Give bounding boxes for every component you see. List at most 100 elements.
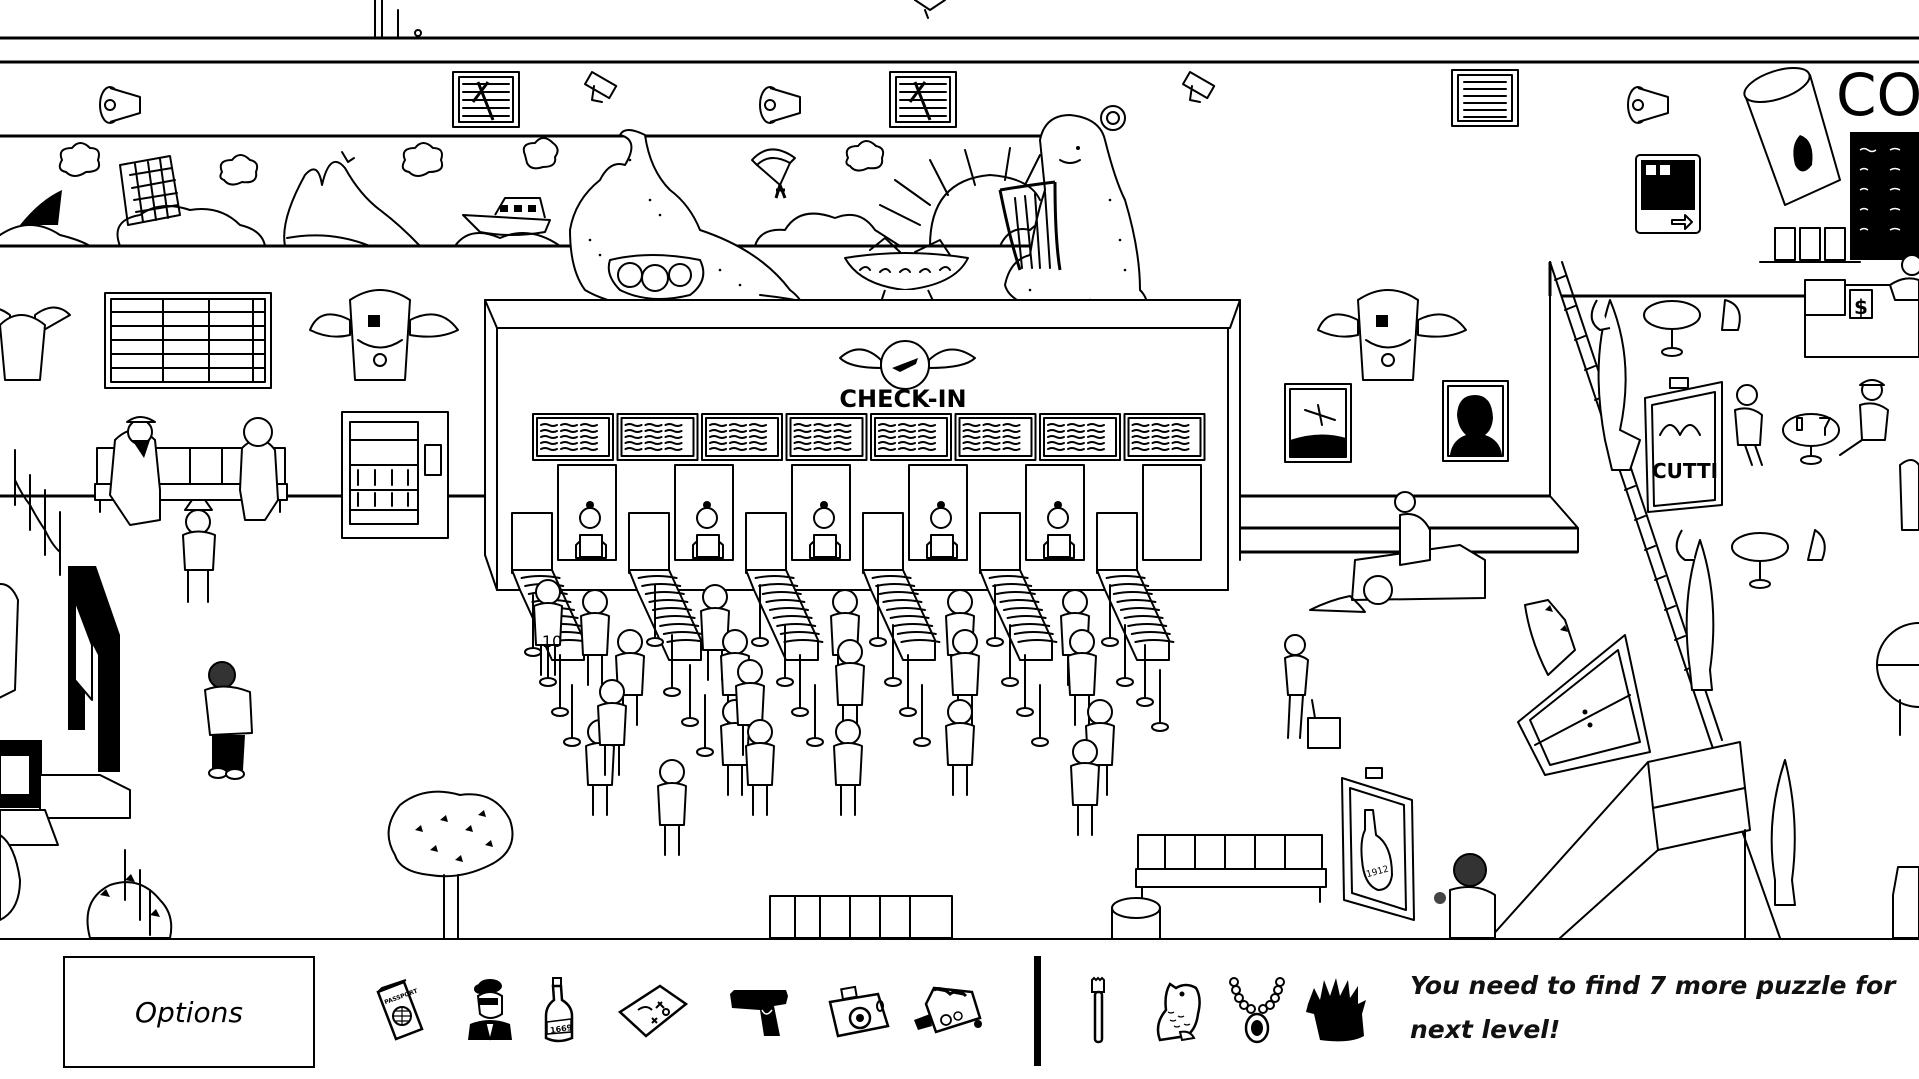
stanchion-post — [646, 584, 664, 647]
stanchion-post — [776, 624, 794, 687]
vent-icon — [1451, 69, 1519, 127]
scene-canvas[interactable]: CHECK-IN — [0, 0, 1919, 938]
check-in-window — [1142, 464, 1202, 561]
speaker-icon — [99, 86, 141, 124]
check-in-agent — [575, 501, 607, 559]
necklace-icon — [1229, 977, 1285, 1044]
stanchion-post — [1136, 644, 1154, 707]
mural — [0, 134, 1061, 248]
flight-info-board — [104, 292, 272, 389]
baggage-belt — [979, 569, 1058, 661]
stanchion-post — [806, 684, 824, 747]
upper-floor-chair — [914, 0, 946, 19]
inventory-divider — [1034, 956, 1041, 1066]
passport-icon: PASSPORT — [376, 979, 424, 1041]
find-item-necklace[interactable] — [1216, 970, 1296, 1050]
find-item-hippie-van[interactable] — [908, 970, 988, 1050]
passengers-queue: 10 — [533, 579, 1115, 856]
departure-board — [1039, 413, 1121, 461]
departure-board — [954, 413, 1037, 461]
stanchion-post — [551, 654, 569, 717]
bench-bottom — [769, 895, 953, 938]
check-in-window — [557, 464, 617, 561]
departure-board — [785, 413, 868, 461]
game-scene[interactable]: CHECK-IN — [0, 0, 1919, 938]
stanchion-post — [751, 584, 769, 647]
find-item-bottle[interactable]: 1669 — [518, 970, 598, 1050]
departure-board — [532, 413, 614, 461]
boat-icon — [462, 197, 551, 236]
security-guard-2 — [1434, 853, 1496, 938]
baggage-belt — [862, 569, 941, 661]
find-item-potted-plant[interactable] — [1296, 970, 1376, 1050]
check-in-counter: CHECK-IN — [484, 299, 1241, 591]
kiosk-door — [745, 512, 787, 574]
pistol-icon — [730, 990, 788, 1036]
toothbrush-icon — [1091, 976, 1105, 1044]
man-sitting-cafe — [1734, 384, 1763, 466]
cafe-menu-board — [1850, 132, 1919, 260]
stanchion-post — [986, 584, 1004, 647]
bearded-man-sitting — [109, 416, 161, 526]
cafe-table-2 — [1782, 413, 1840, 465]
check-in-window — [908, 464, 968, 561]
find-item-passport[interactable]: PASSPORT — [360, 970, 440, 1050]
check-in-agent — [1043, 501, 1075, 559]
find-item-treasure-map[interactable] — [612, 970, 692, 1050]
baggage-belt — [628, 569, 707, 661]
trash-can — [1111, 897, 1161, 938]
cafe-table — [1590, 299, 1741, 357]
cowboy-sitting — [1839, 379, 1889, 456]
passenger — [597, 679, 627, 776]
check-in-sign: CHECK-IN — [839, 385, 966, 413]
find-item-toothbrush[interactable] — [1058, 970, 1138, 1050]
stanchion-post — [1001, 624, 1019, 687]
vending-machine — [341, 411, 449, 539]
departure-board — [870, 413, 952, 461]
baggage-belts — [511, 569, 1175, 661]
find-item-camera[interactable] — [818, 970, 898, 1050]
woman-sitting — [239, 417, 279, 521]
find-item-pistol[interactable] — [720, 970, 800, 1050]
bush — [86, 849, 173, 938]
whale-icon — [20, 190, 62, 225]
camera-icon — [828, 985, 890, 1038]
speaker-icon — [1627, 86, 1669, 124]
stanchion-post — [791, 654, 809, 717]
owl-icon — [1156, 982, 1201, 1042]
coffee-cup-sign — [1743, 67, 1841, 206]
passenger — [1067, 629, 1097, 726]
plant-icon — [1306, 978, 1366, 1042]
counters — [511, 464, 1202, 574]
passenger — [745, 719, 775, 816]
options-button[interactable]: Options — [63, 956, 315, 1068]
tree — [387, 790, 514, 938]
plane-poster — [1284, 383, 1352, 463]
cafe: COF $ — [1562, 61, 1919, 938]
passenger — [1070, 739, 1100, 836]
check-in-window — [791, 464, 851, 561]
coffee-bags — [1759, 227, 1861, 263]
bush-left-edge — [0, 834, 21, 921]
stanchion-post — [869, 584, 887, 647]
find-item-owl[interactable] — [1136, 970, 1216, 1050]
passenger — [533, 579, 563, 676]
mountain-with-climber — [283, 151, 421, 247]
passenger — [833, 719, 863, 816]
stanchion-post — [696, 694, 714, 757]
find-item-pilot[interactable] — [450, 970, 530, 1050]
bottle-icon: 1669 — [544, 977, 573, 1043]
pilot-icon — [468, 979, 512, 1041]
options-label: Options — [134, 995, 244, 1029]
security-gate — [0, 566, 131, 846]
stanchion-post — [884, 624, 902, 687]
cutti-sign: CUTTI — [1644, 377, 1723, 513]
winged-popcorn-mascot — [309, 289, 459, 381]
stairs-balustrade — [1489, 741, 1751, 938]
barista — [1889, 254, 1919, 301]
person-left-edge — [0, 583, 19, 699]
ceiling-fixtures — [99, 69, 1669, 128]
passenger — [615, 629, 645, 726]
info-sign — [1635, 154, 1701, 234]
kiosk-door — [511, 512, 553, 574]
